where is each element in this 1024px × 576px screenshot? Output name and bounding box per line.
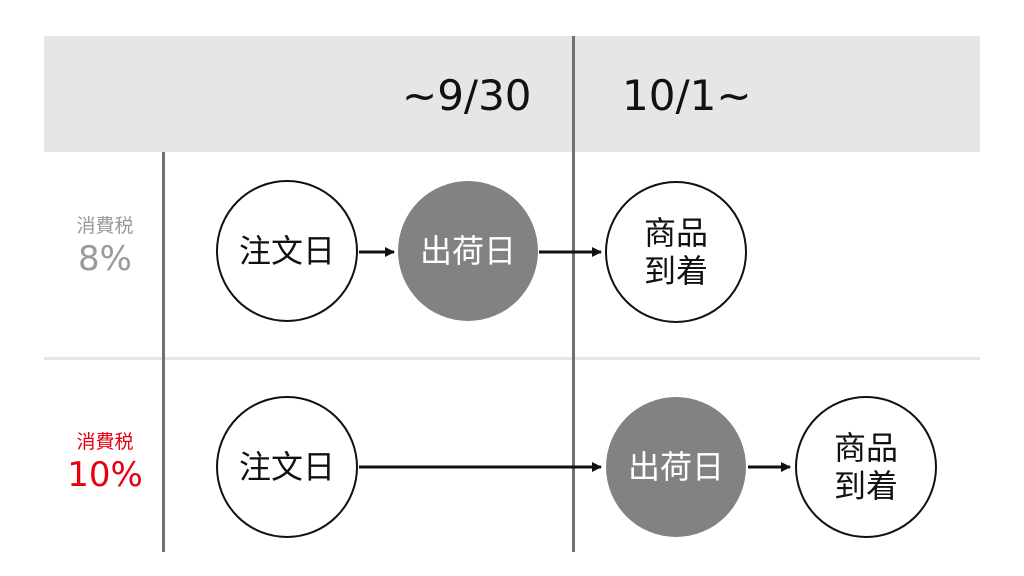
period-after-label: 10/1~ <box>622 71 752 120</box>
ship-date-node-row1: 出荷日 <box>398 181 538 321</box>
arrival-node-row2: 商品 到着 <box>795 396 937 538</box>
node-label: 注文日 <box>238 448 335 486</box>
date-boundary-line <box>572 36 575 552</box>
ship-date-node-row2: 出荷日 <box>606 397 746 537</box>
node-label: 出荷日 <box>627 448 724 486</box>
tax-rate: 8% <box>78 239 132 279</box>
node-label-line2: 到着 <box>643 252 708 290</box>
row-label-10-percent: 消費税 10% <box>50 430 160 496</box>
order-date-node-row1: 注文日 <box>216 180 358 322</box>
tax-name: 消費税 <box>76 215 134 237</box>
row-label-8-percent: 消費税 8% <box>50 214 160 280</box>
tax-rate: 10% <box>67 455 143 495</box>
node-label-line2: 到着 <box>833 467 898 505</box>
node-label: 注文日 <box>238 232 335 270</box>
node-label: 出荷日 <box>419 232 516 270</box>
node-label-line1: 商品 <box>643 214 708 252</box>
label-column-divider <box>162 152 165 552</box>
tax-name: 消費税 <box>76 431 134 453</box>
row-separator <box>44 357 980 360</box>
arrival-node-row1: 商品 到着 <box>605 181 747 323</box>
date-header-band <box>44 36 980 152</box>
period-before-label: ~9/30 <box>402 71 532 120</box>
node-label-line1: 商品 <box>833 429 898 467</box>
order-date-node-row2: 注文日 <box>216 396 358 538</box>
